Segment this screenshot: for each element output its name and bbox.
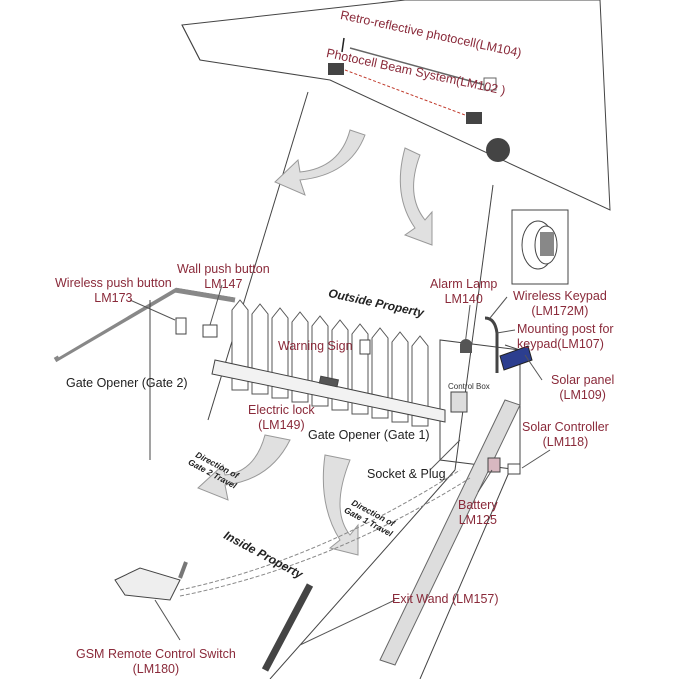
label-electric-lock: Electric lock(LM149) <box>248 403 315 433</box>
battery <box>487 457 501 473</box>
exit-wand <box>261 583 314 672</box>
label-line: Wireless Keypad <box>513 289 607 303</box>
label-line: LM173 <box>94 291 133 305</box>
label-line: Electric lock <box>248 403 315 417</box>
label-control-box: Control Box <box>448 382 490 391</box>
label-wireless-keypad: Wireless Keypad(LM172M) <box>513 289 607 319</box>
label-line: keypad(LM107) <box>517 337 604 351</box>
label-line: Alarm Lamp <box>430 277 498 291</box>
solar-panel <box>499 345 533 371</box>
photocell-beam-system <box>328 37 510 162</box>
driveway-curb <box>379 399 521 666</box>
label-line: Wireless push button <box>55 276 172 290</box>
label-line: LM147 <box>204 277 243 291</box>
label-line: Battery <box>458 498 498 512</box>
alarm-lamp <box>460 339 472 353</box>
wireless-push-button <box>175 317 187 335</box>
label-exit-wand: Exit Wand (LM157) <box>392 592 499 606</box>
property-line-right <box>454 184 494 471</box>
label-line: (LM109) <box>559 388 606 402</box>
label-line: LM140 <box>444 292 483 306</box>
label-line: (LM180) <box>132 662 180 676</box>
label-line: (LM118) <box>542 435 589 449</box>
label-solar-controller: Solar Controller(LM118) <box>522 420 609 450</box>
label-gsm-switch: GSM Remote Control Switch(LM180) <box>76 647 236 677</box>
label-line: Solar Controller <box>522 420 609 434</box>
label-line: GSM Remote Control Switch <box>76 647 236 661</box>
leader-lines <box>129 284 551 646</box>
gate-opener-arm <box>211 359 446 423</box>
label-line: (LM149) <box>258 418 305 432</box>
label-gate-opener-2: Gate Opener (Gate 2) <box>66 376 188 390</box>
cables <box>179 469 471 597</box>
solar-controller <box>507 463 521 475</box>
label-warning-sign: Warning Sign <box>278 339 353 353</box>
swing-arrows <box>197 129 433 556</box>
label-line: LM125 <box>458 513 497 527</box>
gsm-switch-image <box>114 561 188 601</box>
label-socket-plug: Socket & Plug <box>367 467 446 481</box>
warning-sign-plate <box>359 339 371 355</box>
label-line: Solar panel <box>551 373 615 387</box>
label-line: Wall push button <box>177 262 270 276</box>
electric-lock <box>318 375 340 388</box>
wall-push-button <box>202 324 218 338</box>
left-wall <box>53 287 236 363</box>
wireless-keypad-image <box>511 209 569 285</box>
label-gate-opener-1: Gate Opener (Gate 1) <box>308 428 430 442</box>
label-solar-panel: Solar panel(LM109) <box>551 373 614 403</box>
label-line: Mounting post for <box>517 322 614 336</box>
label-line: (LM172M) <box>531 304 589 318</box>
control-box <box>450 391 468 413</box>
